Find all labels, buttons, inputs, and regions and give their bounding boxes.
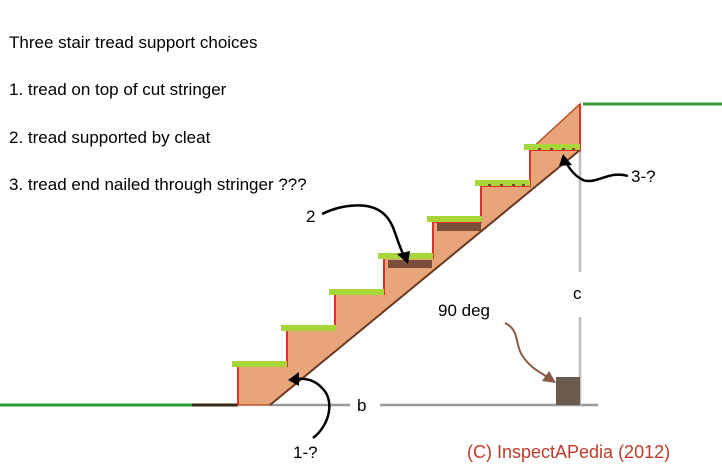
callout-1-arrow <box>295 377 331 439</box>
stringer-bottom-edge <box>269 149 581 406</box>
copyright-text: (C) InspectAPedia (2012) <box>467 442 670 462</box>
right-angle-marker <box>556 377 580 405</box>
nail-dots <box>488 148 575 186</box>
tread-1 <box>232 361 287 367</box>
tread-6 <box>475 180 530 186</box>
angle-pointer-arrowhead <box>542 371 556 383</box>
tread-7 <box>524 144 580 150</box>
callout-3-arrow <box>564 161 629 183</box>
choice-1: 1. tread on top of cut stringer <box>9 80 227 99</box>
callout-3-label: 3-? <box>631 167 656 186</box>
choice-2: 2. tread supported by cleat <box>9 128 211 147</box>
dimension-b-label: b <box>357 396 366 415</box>
callout-2-label: 2 <box>306 207 315 226</box>
callout-1-arrowhead <box>288 372 299 386</box>
tread-5 <box>427 216 482 222</box>
dimension-c-label: c <box>573 284 582 303</box>
dimension-c-label-gap <box>566 272 594 317</box>
callout-3-arrowhead <box>559 154 572 166</box>
angle-pointer-arrow <box>504 322 553 381</box>
diagram-title: Three stair tread support choices <box>9 33 258 52</box>
cleat-2 <box>437 223 481 231</box>
choice-3: 3. tread end nailed through stringer ??? <box>9 175 307 194</box>
cleat-1 <box>388 260 432 268</box>
dimension-b-label-gap <box>350 395 380 415</box>
tread-2 <box>281 325 336 331</box>
callout-2-arrowhead <box>397 251 410 264</box>
callout-2-arrow <box>321 204 406 257</box>
callout-1-label: 1-? <box>293 443 318 462</box>
tread-3 <box>329 289 384 295</box>
angle-label: 90 deg <box>438 301 490 320</box>
